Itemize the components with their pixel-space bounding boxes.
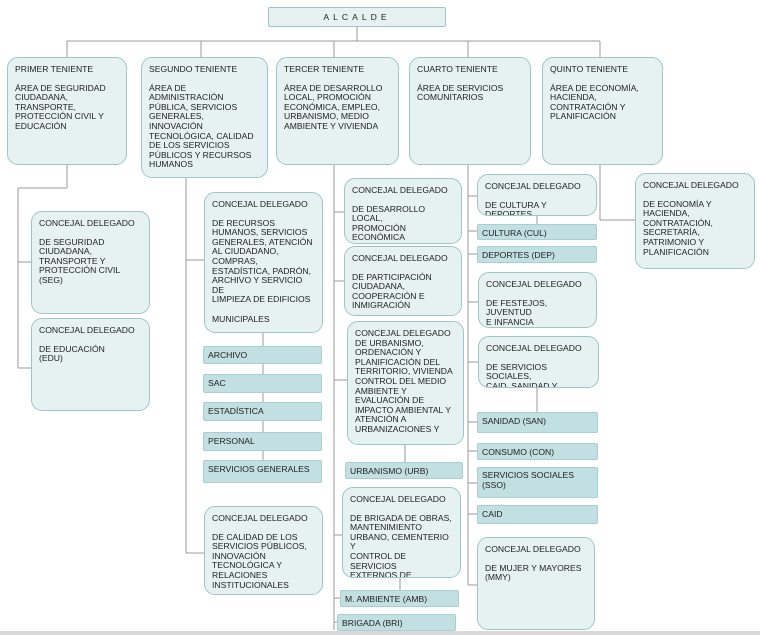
- tag-archivo: ARCHIVO: [203, 346, 322, 364]
- concejal-title: CONCEJAL DELEGADO: [643, 180, 739, 190]
- concejal-soc: CONCEJAL DELEGADO DE SERVICIOS SOCIALES,…: [478, 336, 599, 388]
- tag-urbanismo: URBANISMO (URB): [345, 462, 463, 479]
- teniente-tercer: TERCER TENIENTE ÁREA DE DESARROLLO LOCAL…: [276, 57, 399, 165]
- tag-sac: SAC: [203, 374, 322, 393]
- teniente-title: SEGUNDO TENIENTE: [149, 64, 238, 74]
- teniente-area: ÁREA DE ADMINISTRACIÓN PÚBLICA, SERVICIO…: [149, 82, 254, 170]
- concejal-title: CONCEJAL DELEGADO: [212, 199, 308, 209]
- concejal-title: CONCEJAL DELEGADO: [352, 185, 448, 195]
- teniente-quinto: QUINTO TENIENTE ÁREA DE ECONOMÍA, HACIEN…: [542, 57, 663, 165]
- concejal-title: CONCEJAL DELEGADO: [485, 544, 581, 554]
- alcalde-box: ALCALDE: [268, 7, 446, 27]
- concejal-eco: CONCEJAL DELEGADO DE ECONOMÍA Y HACIENDA…: [635, 173, 755, 269]
- concejal-edu: CONCEJAL DELEGADO DE EDUCACIÓN (EDU): [31, 318, 150, 411]
- concejal-area: DE BRIGADA DE OBRAS, MANTENIMIENTO URBAN…: [350, 512, 452, 578]
- concejal-title: CONCEJAL DELEGADO: [350, 494, 446, 504]
- teniente-title: TERCER TENIENTE: [284, 64, 365, 74]
- tag-caid: CAID: [477, 505, 598, 524]
- teniente-area: ÁREA DE SERVICIOS COMUNITARIOS: [417, 82, 504, 103]
- concejal-title: CONCEJAL DELEGADO: [486, 343, 582, 353]
- concejal-area: DE CALIDAD DE LOS SERVICIOS PÚBLICOS, IN…: [212, 531, 307, 590]
- concejal-title: CONCEJAL DELEGADO: [486, 279, 582, 289]
- tag-servicios-generales: SERVICIOS GENERALES: [203, 460, 322, 483]
- tag-personal: PERSONAL: [203, 432, 322, 451]
- concejal-area: DE EDUCACIÓN (EDU): [39, 343, 105, 364]
- concejal-mmy: CONCEJAL DELEGADO DE MUJER Y MAYORES (MM…: [477, 537, 595, 630]
- teniente-area: ÁREA DE DESARROLLO LOCAL, PROMOCIÓN ECON…: [284, 82, 383, 131]
- tag-servicios-sociales: SERVICIOS SOCIALES (SSO): [477, 467, 598, 498]
- tag-deportes: DEPORTES (DEP): [477, 246, 597, 263]
- concejal-area: DE ECONOMÍA Y HACIENDA, CONTRATACIÓN, SE…: [643, 198, 713, 257]
- concejal-area: DE PARTICIPACIÓN CIUDADANA, COOPERACIÓN …: [352, 271, 432, 311]
- concejal-area: DE RECURSOS HUMANOS, SERVICIOS GENERALES…: [212, 217, 313, 324]
- teniente-title: CUARTO TENIENTE: [417, 64, 498, 74]
- teniente-area: ÁREA DE SEGURIDAD CIUDADANA, TRANSPORTE,…: [15, 82, 106, 131]
- concejal-rrhh: CONCEJAL DELEGADO DE RECURSOS HUMANOS, S…: [204, 192, 323, 333]
- tag-brigada: BRIGADA (BRI): [337, 614, 456, 631]
- tag-consumo: CONSUMO (CON): [477, 443, 598, 460]
- teniente-cuarto: CUARTO TENIENTE ÁREA DE SERVICIOS COMUNI…: [409, 57, 531, 165]
- concejal-juv: CONCEJAL DELEGADO DE FESTEJOS, JUVENTUD …: [478, 272, 597, 328]
- concejal-area: DE SEGURIDAD CIUDADANA, TRANSPORTE Y PRO…: [39, 236, 121, 285]
- concejal-seg: CONCEJAL DELEGADO DE SEGURIDAD CIUDADANA…: [31, 211, 150, 314]
- concejal-title: CONCEJAL DELEGADO: [352, 253, 448, 263]
- concejal-title: CONCEJAL DELEGADO: [212, 513, 308, 523]
- concejal-title: CONCEJAL DELEGADO: [485, 181, 581, 191]
- teniente-area: ÁREA DE ECONOMÍA, HACIENDA, CONTRATACIÓN…: [550, 82, 639, 122]
- concejal-urb: CONCEJAL DELEGADO DE URBANISMO, ORDENACI…: [347, 321, 464, 445]
- concejal-title: CONCEJAL DELEGADO: [39, 218, 135, 228]
- bottom-edge-bar: [0, 631, 760, 635]
- teniente-title: PRIMER TENIENTE: [15, 64, 94, 74]
- concejal-title: CONCEJAL DELEGADO: [355, 328, 451, 338]
- teniente-primer: PRIMER TENIENTE ÁREA DE SEGURIDAD CIUDAD…: [7, 57, 127, 165]
- concejal-area: DE SERVICIOS SOCIALES, CAID, SANIDAD Y: [486, 361, 558, 388]
- concejal-obras: CONCEJAL DELEGADO DE BRIGADA DE OBRAS, M…: [342, 487, 461, 578]
- concejal-participacion: CONCEJAL DELEGADO DE PARTICIPACIÓN CIUDA…: [344, 246, 462, 316]
- tag-estadistica: ESTADÍSTICA: [203, 402, 322, 421]
- concejal-area: DE DESARROLLO LOCAL, PROMOCIÓN ECONÓMICA…: [352, 203, 426, 243]
- tag-m-ambiente: M. AMBIENTE (AMB): [340, 590, 459, 607]
- teniente-segundo: SEGUNDO TENIENTE ÁREA DE ADMINISTRACIÓN …: [141, 57, 268, 178]
- concejal-title: CONCEJAL DELEGADO: [39, 325, 135, 335]
- concejal-area: DE CULTURA Y DEPORTES: [485, 199, 547, 216]
- concejal-area: DE MUJER Y MAYORES (MMY): [485, 562, 582, 583]
- concejal-calidad: CONCEJAL DELEGADO DE CALIDAD DE LOS SERV…: [204, 506, 323, 595]
- concejal-cul: CONCEJAL DELEGADO DE CULTURA Y DEPORTES: [477, 174, 597, 216]
- tag-sanidad: SANIDAD (SAN): [477, 412, 598, 433]
- concejal-del: CONCEJAL DELEGADO DE DESARROLLO LOCAL, P…: [344, 178, 462, 244]
- concejal-area: DE FESTEJOS, JUVENTUD E INFANCIA (JUV): [486, 297, 548, 327]
- tag-cultura: CULTURA (CUL): [477, 224, 597, 240]
- teniente-title: QUINTO TENIENTE: [550, 64, 628, 74]
- concejal-area: DE URBANISMO, ORDENACIÓN Y PLANIFICACIÓN…: [355, 337, 453, 434]
